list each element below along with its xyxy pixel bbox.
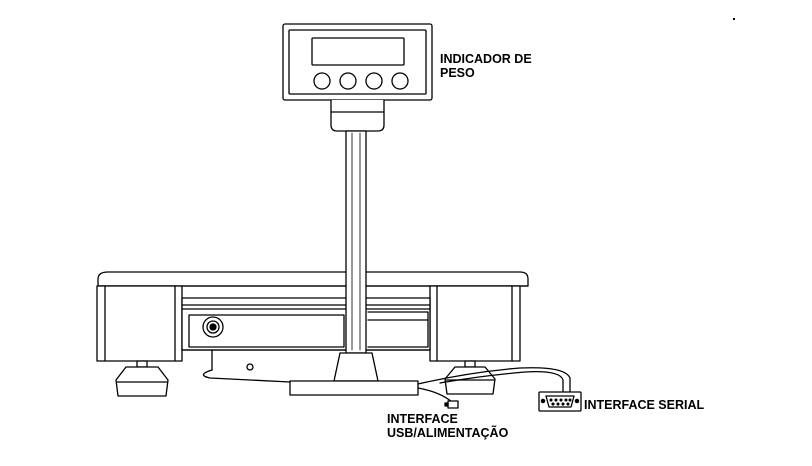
indicator-label-line1: INDICADOR DE xyxy=(440,52,532,66)
left-foot-stem xyxy=(136,360,148,368)
db9-pin-9 xyxy=(566,402,570,406)
indicator-housing xyxy=(282,23,433,101)
column xyxy=(289,130,419,396)
usb-label-line2: USB/ALIMENTAÇÃO xyxy=(387,426,509,440)
serial-interface-label: INTERFACE SERIAL xyxy=(584,398,705,412)
db9-pin-6 xyxy=(551,402,555,406)
cable-serial-b xyxy=(439,371,564,393)
usb-label-line1: INTERFACE xyxy=(387,412,458,426)
indicator-key-2 xyxy=(339,72,357,90)
center-panel xyxy=(188,314,345,348)
platform-top-plate xyxy=(97,271,529,287)
right-housing xyxy=(429,285,521,362)
cable-clip xyxy=(246,363,254,371)
db9-pin-1 xyxy=(549,398,553,402)
db9-pin-5 xyxy=(568,398,572,402)
left-foot xyxy=(115,360,169,397)
usb-connector xyxy=(444,400,459,409)
indicator-bracket xyxy=(330,99,385,132)
indicator-key-1 xyxy=(313,72,331,90)
center-frame xyxy=(181,297,431,351)
cable-left xyxy=(202,369,291,383)
indicator-display xyxy=(311,37,405,66)
cables xyxy=(202,349,571,403)
db9-pin-4 xyxy=(564,398,568,402)
platform xyxy=(96,271,529,362)
indicator-bezel xyxy=(288,29,427,95)
right-foot-stem xyxy=(464,360,476,368)
db9-pin-2 xyxy=(554,398,558,402)
db9-screw-left xyxy=(540,398,546,404)
indicator-key-4 xyxy=(391,72,409,90)
db9-face xyxy=(545,395,575,408)
column-foot xyxy=(333,352,379,382)
usb-plug-tip xyxy=(444,402,449,407)
left-housing xyxy=(96,285,183,362)
db9-screw-right xyxy=(574,398,580,404)
db9-pin-7 xyxy=(556,402,560,406)
usb-power-label: INTERFACE USB/ALIMENTAÇÃO xyxy=(387,412,508,440)
indicator-label-line2: PESO xyxy=(440,66,475,80)
power-connector-mid xyxy=(206,320,220,334)
column-base-plate xyxy=(289,380,419,396)
right-foot xyxy=(444,360,496,395)
power-connector-core xyxy=(209,323,217,331)
db9-pin-8 xyxy=(561,402,565,406)
db9-shell xyxy=(538,391,582,412)
usb-plug-body xyxy=(447,400,459,409)
cable-serial xyxy=(417,367,571,393)
indicator-label: INDICADOR DE PESO xyxy=(440,52,532,80)
column-pole xyxy=(345,130,367,354)
serial-db9-connector xyxy=(538,391,582,412)
db9-pin-3 xyxy=(559,398,563,402)
indicator-key-3 xyxy=(365,72,383,90)
weight-indicator xyxy=(282,23,433,132)
center-right-block xyxy=(367,311,429,348)
power-connector-outer xyxy=(202,316,224,338)
stray-dot xyxy=(733,18,735,20)
